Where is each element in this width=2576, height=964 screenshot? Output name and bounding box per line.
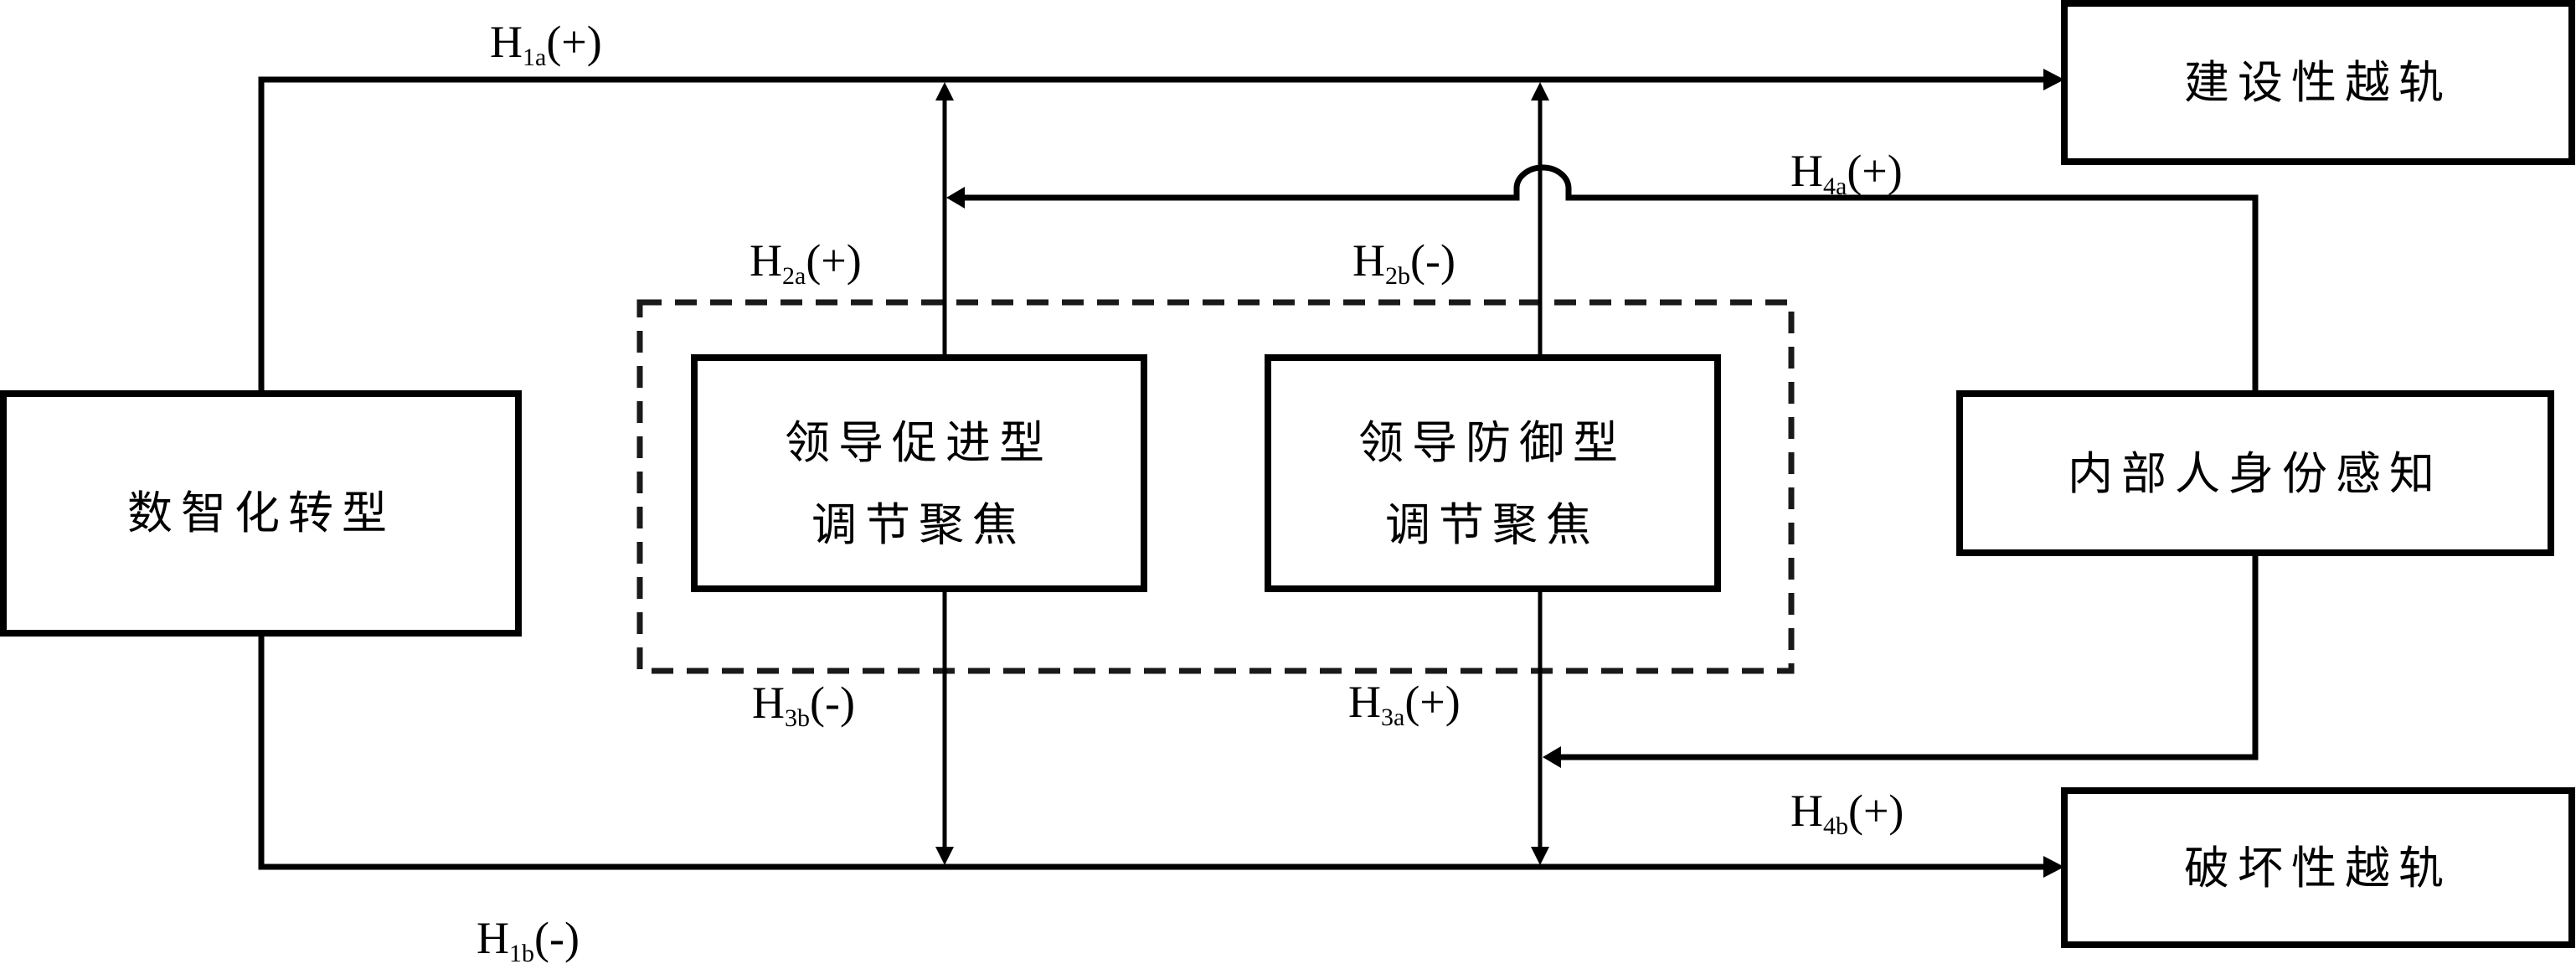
hypothesis-label-h3a: H3a(+) [1348, 677, 1461, 731]
hypothesis-label-h1a: H1a(+) [490, 17, 602, 71]
node-insider-identity-label: 内部人身份感知 [2068, 447, 2443, 500]
node-insider-identity: 内部人身份感知 [1956, 390, 2554, 556]
moderator-group-dashed-border [636, 299, 1795, 674]
hypothesis-label-h2b: H2b(-) [1352, 235, 1455, 290]
hypothesis-label-h4b: H4b(+) [1790, 786, 1904, 840]
node-promotion-focus: 领导促进型 调节聚焦 [691, 354, 1147, 592]
arrowhead-h2a-up [935, 82, 954, 101]
arrowhead-to-constructive [2043, 69, 2064, 90]
arrowhead-h3a-down [1531, 847, 1549, 865]
node-prevention-focus: 领导防御型 调节聚焦 [1265, 354, 1721, 592]
arrowhead-h3b-down [935, 847, 954, 865]
path-h1b-to-destructive [258, 629, 2051, 870]
path-h1a-to-constructive [258, 76, 2051, 416]
path-h4b-insider-to-prevention [1556, 549, 2259, 760]
hypothesis-label-h2a: H2a(+) [750, 235, 862, 290]
node-promotion-focus-line1: 领导促进型 [785, 416, 1053, 469]
node-prevention-focus-line1: 领导防御型 [1358, 416, 1626, 469]
hypothesis-label-h3b: H3b(-) [752, 678, 855, 732]
node-destructive-deviance: 破坏性越轨 [2061, 787, 2575, 948]
arrowhead-h4a-left [946, 187, 965, 209]
arrowhead-h2b-up [1531, 82, 1549, 101]
hypothesis-label-h4a: H4a(+) [1790, 146, 1903, 200]
node-digital-transformation: 数智化转型 [0, 390, 522, 637]
node-prevention-focus-line2: 调节聚焦 [1385, 498, 1600, 551]
node-digital-transformation-label: 数智化转型 [127, 487, 395, 539]
arrowhead-h4b-left [1543, 746, 1561, 768]
node-promotion-focus-line2: 调节聚焦 [811, 498, 1026, 551]
node-destructive-deviance-label: 破坏性越轨 [2184, 842, 2452, 894]
hypothesis-label-h1b: H1b(-) [477, 913, 580, 964]
node-constructive-deviance: 建设性越轨 [2061, 0, 2575, 165]
path-h4a-insider-to-promotion [960, 164, 2259, 397]
node-constructive-deviance-label: 建设性越轨 [2184, 56, 2452, 109]
arrowhead-to-destructive [2043, 856, 2064, 878]
